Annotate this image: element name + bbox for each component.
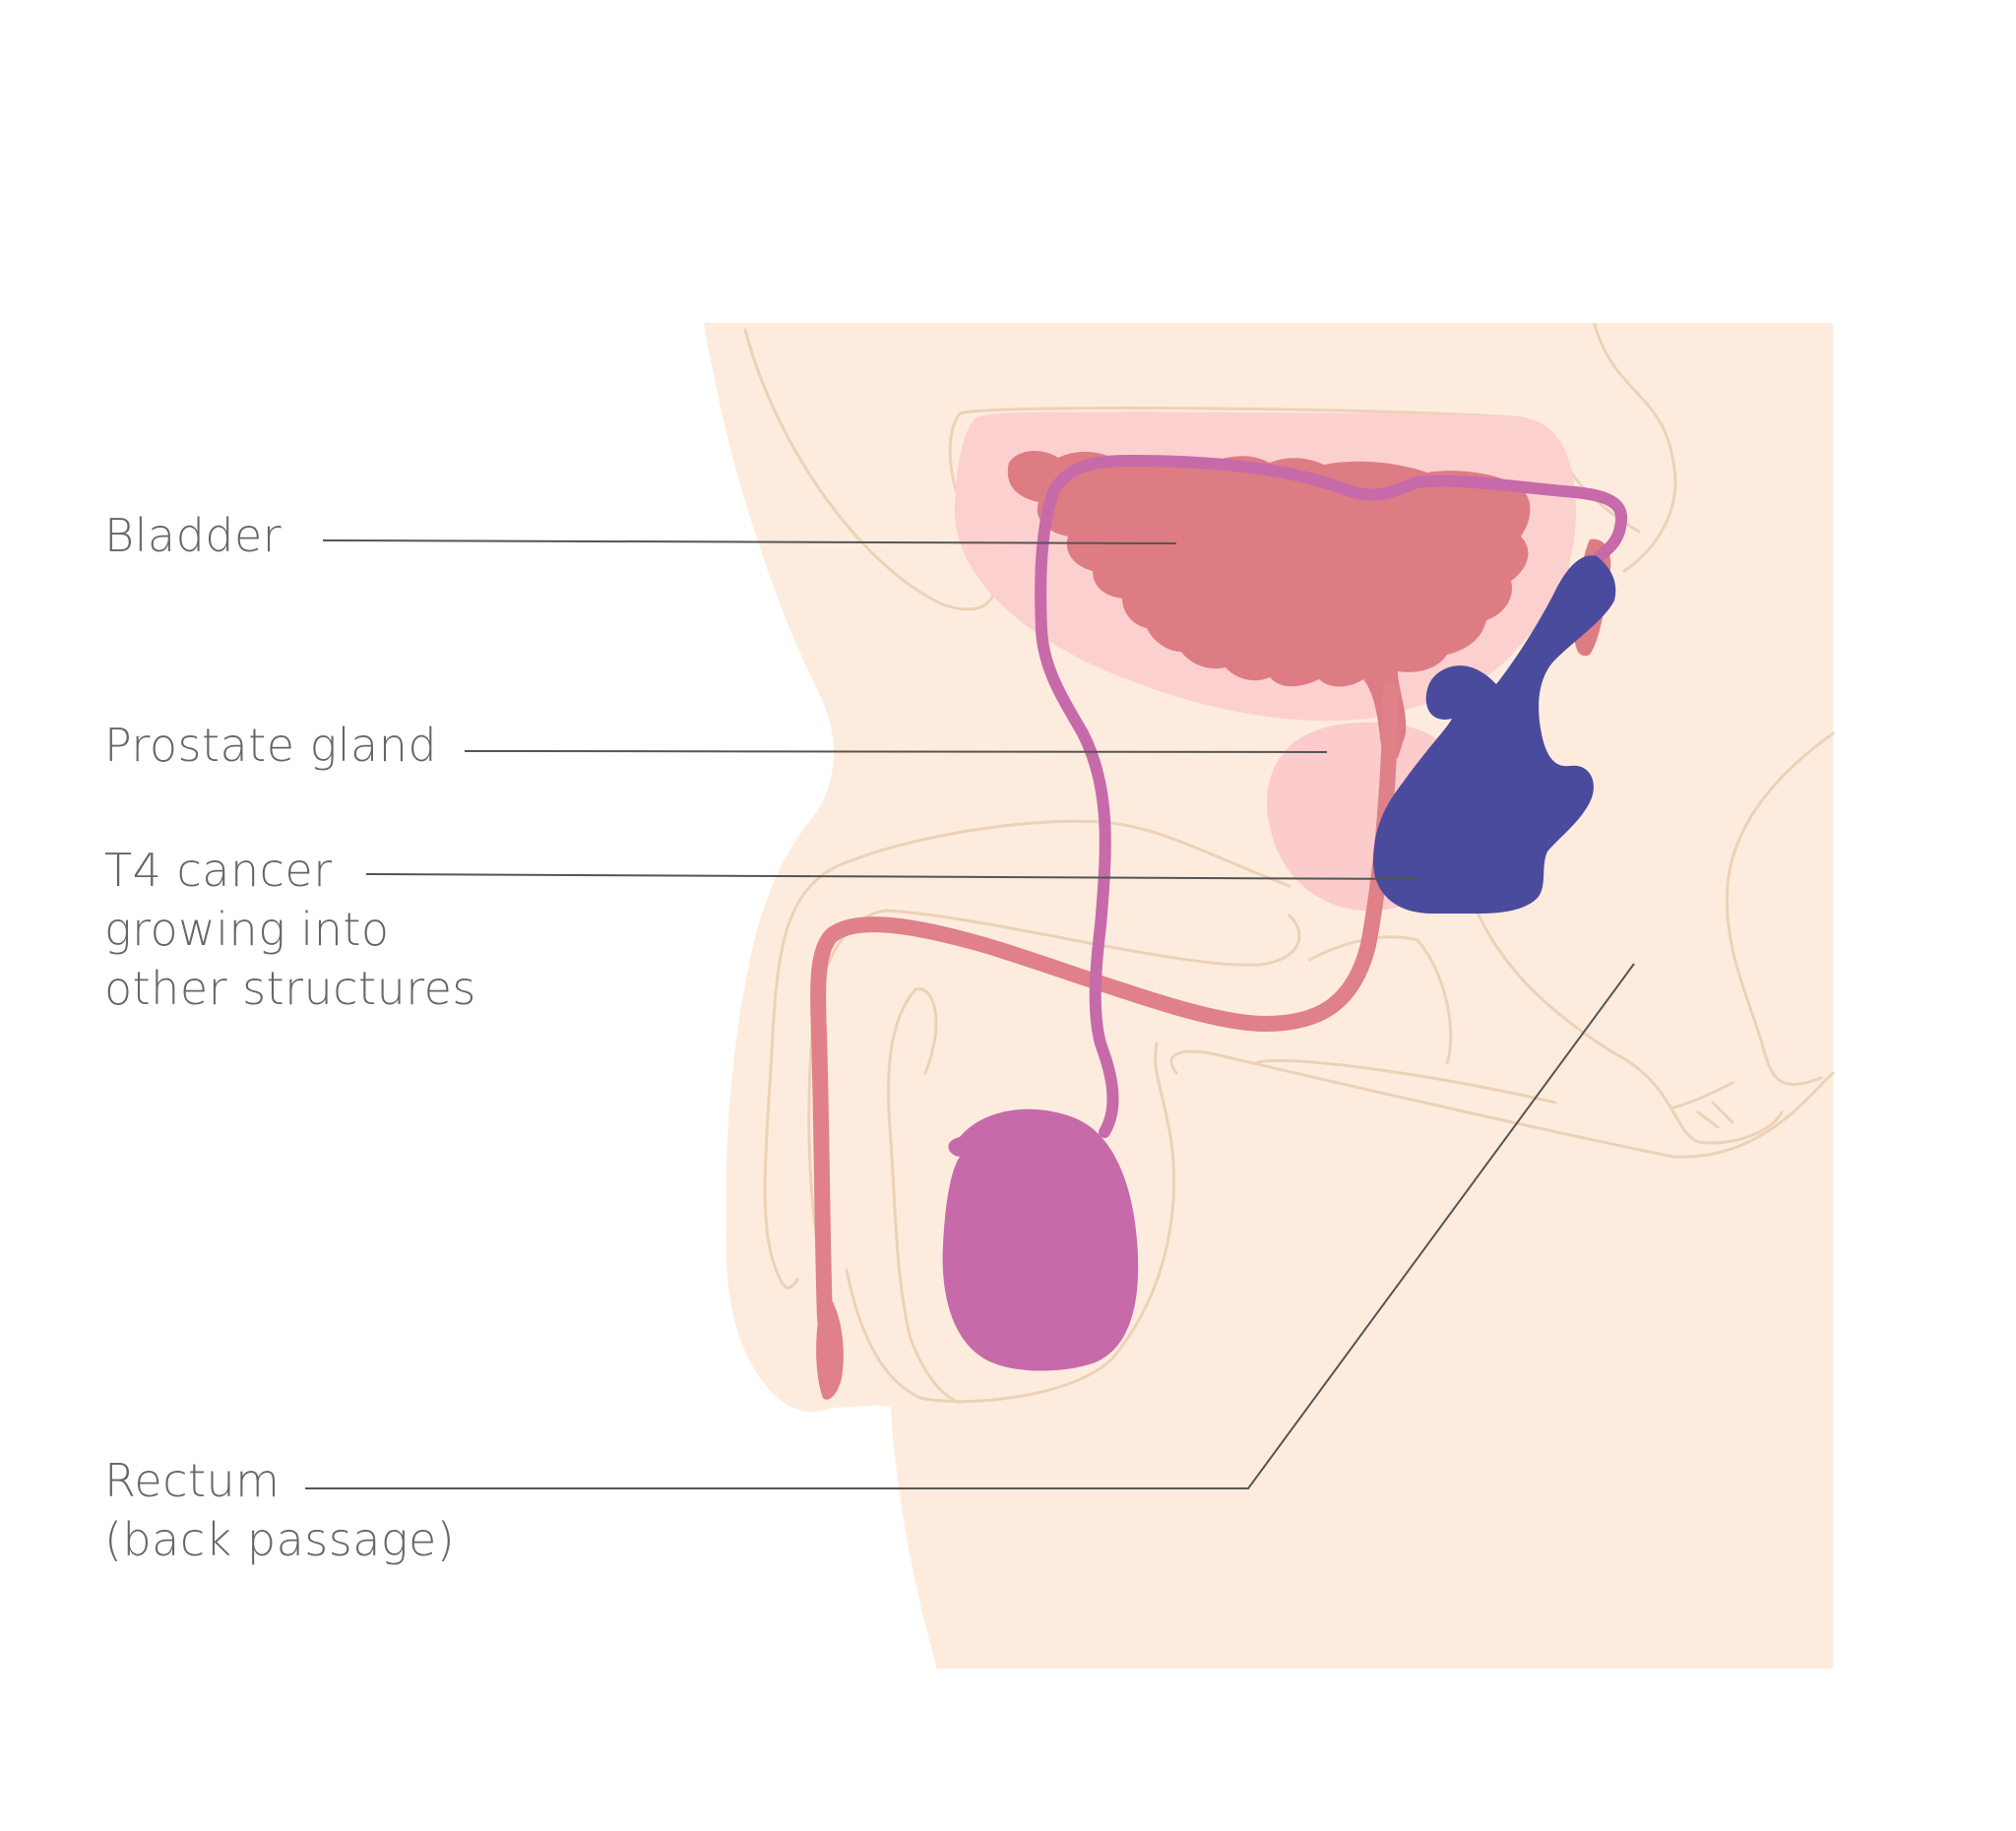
cancer-label: T4 cancer growing into other structures [104,841,476,1018]
testicle [943,1109,1139,1371]
rectum-label: Rectum (back passage) [104,1451,455,1569]
cancer-label-line-1: T4 cancer [104,841,476,900]
cancer-label-line-3: other structures [104,959,476,1018]
prostate-label: Prostate gland [104,716,437,775]
prostate-leader-line [465,751,1327,752]
rectum-label-line-1: Rectum [104,1451,455,1510]
cancer-label-line-2: growing into [104,900,476,959]
prostate-label-text: Prostate gland [104,716,437,775]
bladder-label: Bladder [104,506,282,565]
rectum-label-line-2: (back passage) [104,1510,455,1569]
bladder-label-text: Bladder [104,506,282,565]
